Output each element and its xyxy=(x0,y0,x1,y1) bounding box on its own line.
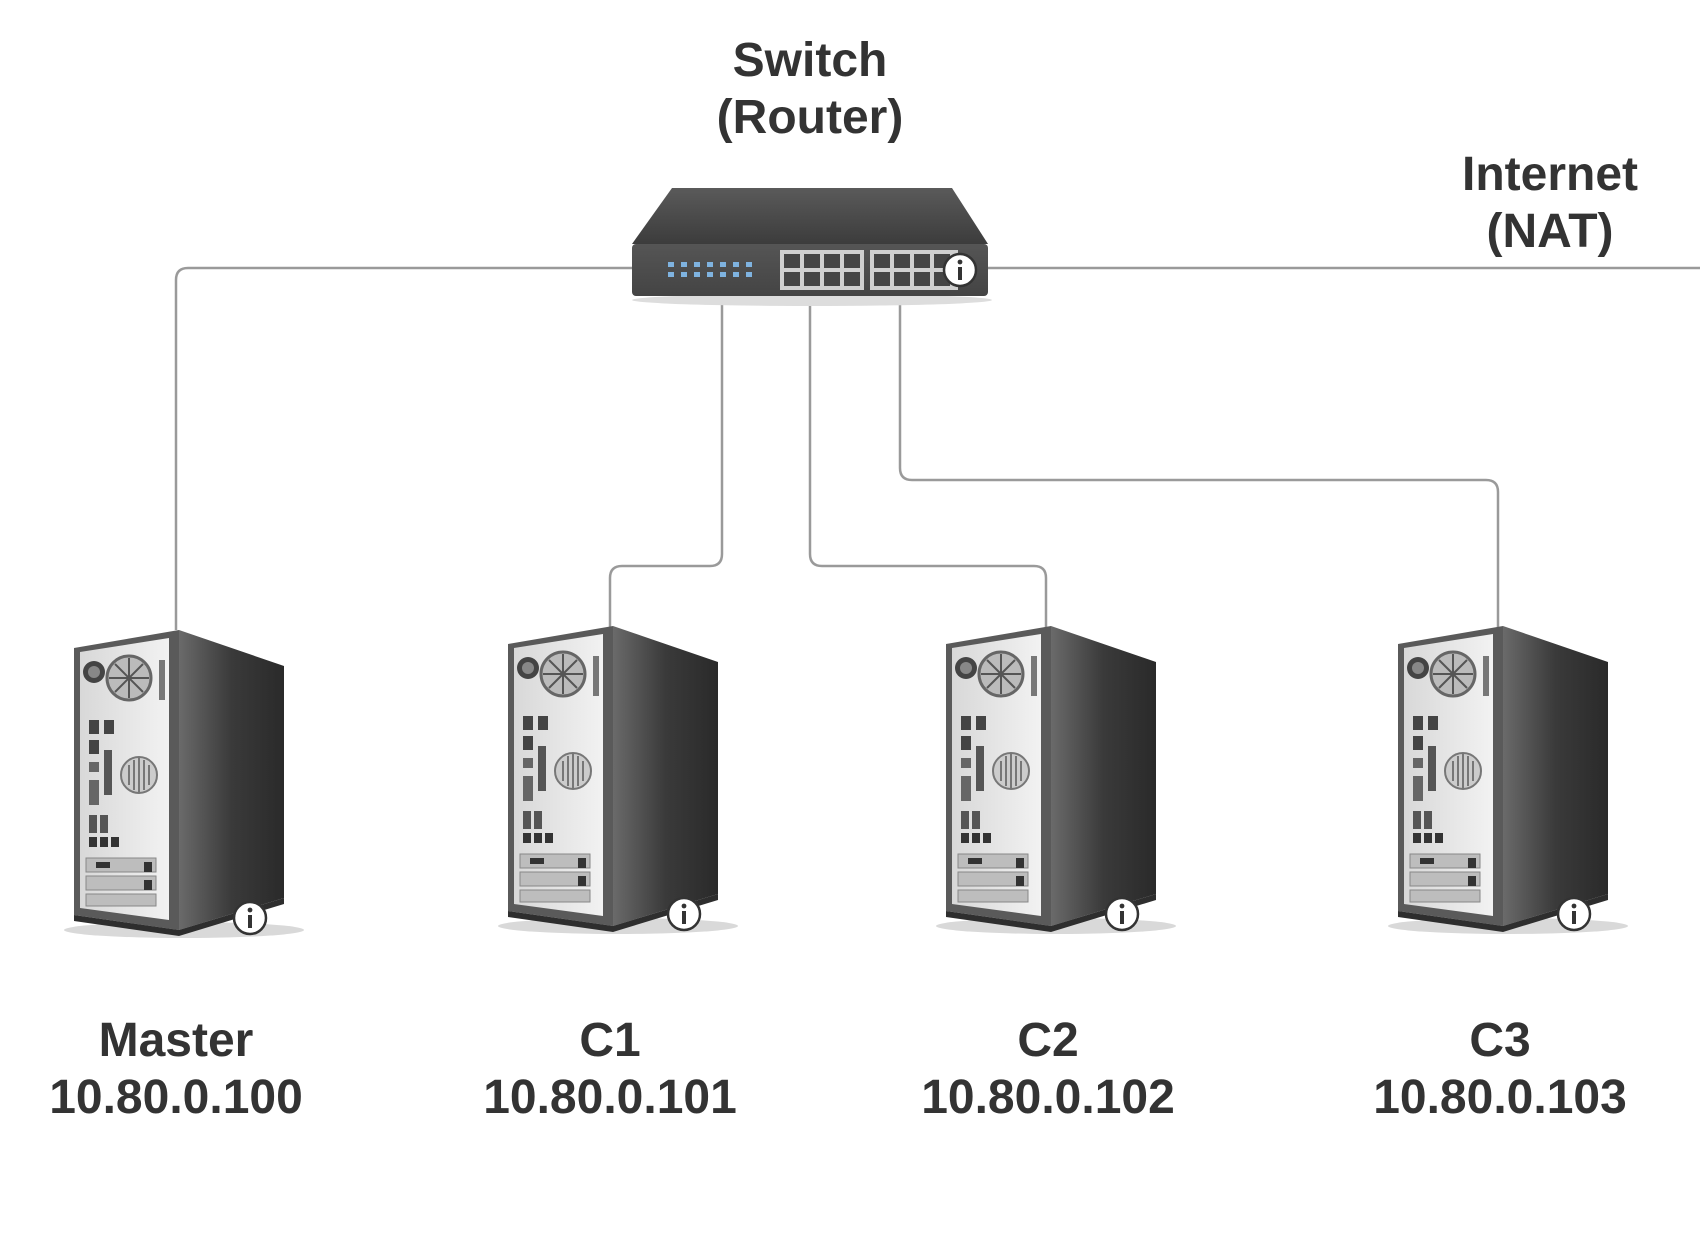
host-ip: 10.80.0.101 xyxy=(483,1071,737,1124)
tower-pc-icon xyxy=(496,624,740,936)
internet-label-line2: (NAT) xyxy=(1486,205,1614,258)
link-c3 xyxy=(898,296,1500,630)
switch-label: Switch (Router) xyxy=(660,32,960,146)
switch-info-icon[interactable] xyxy=(942,252,978,288)
link-c2 xyxy=(808,296,1048,630)
host-label-master: Master 10.80.0.100 xyxy=(16,1012,336,1126)
host-tower-c1 xyxy=(496,624,740,936)
host-name: Master xyxy=(98,1014,254,1067)
host-label-c3: C3 10.80.0.103 xyxy=(1340,1012,1660,1126)
host-ip: 10.80.0.102 xyxy=(921,1071,1175,1124)
internet-label-line1: Internet xyxy=(1461,148,1638,201)
info-icon[interactable] xyxy=(1556,896,1592,932)
tower-pc-icon xyxy=(934,624,1178,936)
host-name: C1 xyxy=(579,1014,641,1067)
tower-pc-icon xyxy=(1386,624,1630,936)
info-icon[interactable] xyxy=(666,896,702,932)
link-c1 xyxy=(608,296,724,630)
host-label-c2: C2 10.80.0.102 xyxy=(888,1012,1208,1126)
host-ip: 10.80.0.103 xyxy=(1373,1071,1627,1124)
host-label-c1: C1 10.80.0.101 xyxy=(450,1012,770,1126)
network-switch-icon xyxy=(632,188,992,306)
host-ip: 10.80.0.100 xyxy=(49,1071,303,1124)
switch-label-line2: (Router) xyxy=(716,91,904,144)
host-tower-c3 xyxy=(1386,624,1630,936)
link-master xyxy=(174,266,632,630)
tower-pc-icon xyxy=(62,628,306,940)
host-tower-master xyxy=(62,628,306,940)
host-name: C3 xyxy=(1469,1014,1531,1067)
info-icon[interactable] xyxy=(1104,896,1140,932)
switch-label-line1: Switch xyxy=(732,34,888,87)
internet-label: Internet (NAT) xyxy=(1400,146,1700,260)
host-name: C2 xyxy=(1017,1014,1079,1067)
network-links xyxy=(174,266,1700,630)
host-tower-c2 xyxy=(934,624,1178,936)
info-icon[interactable] xyxy=(232,900,268,936)
